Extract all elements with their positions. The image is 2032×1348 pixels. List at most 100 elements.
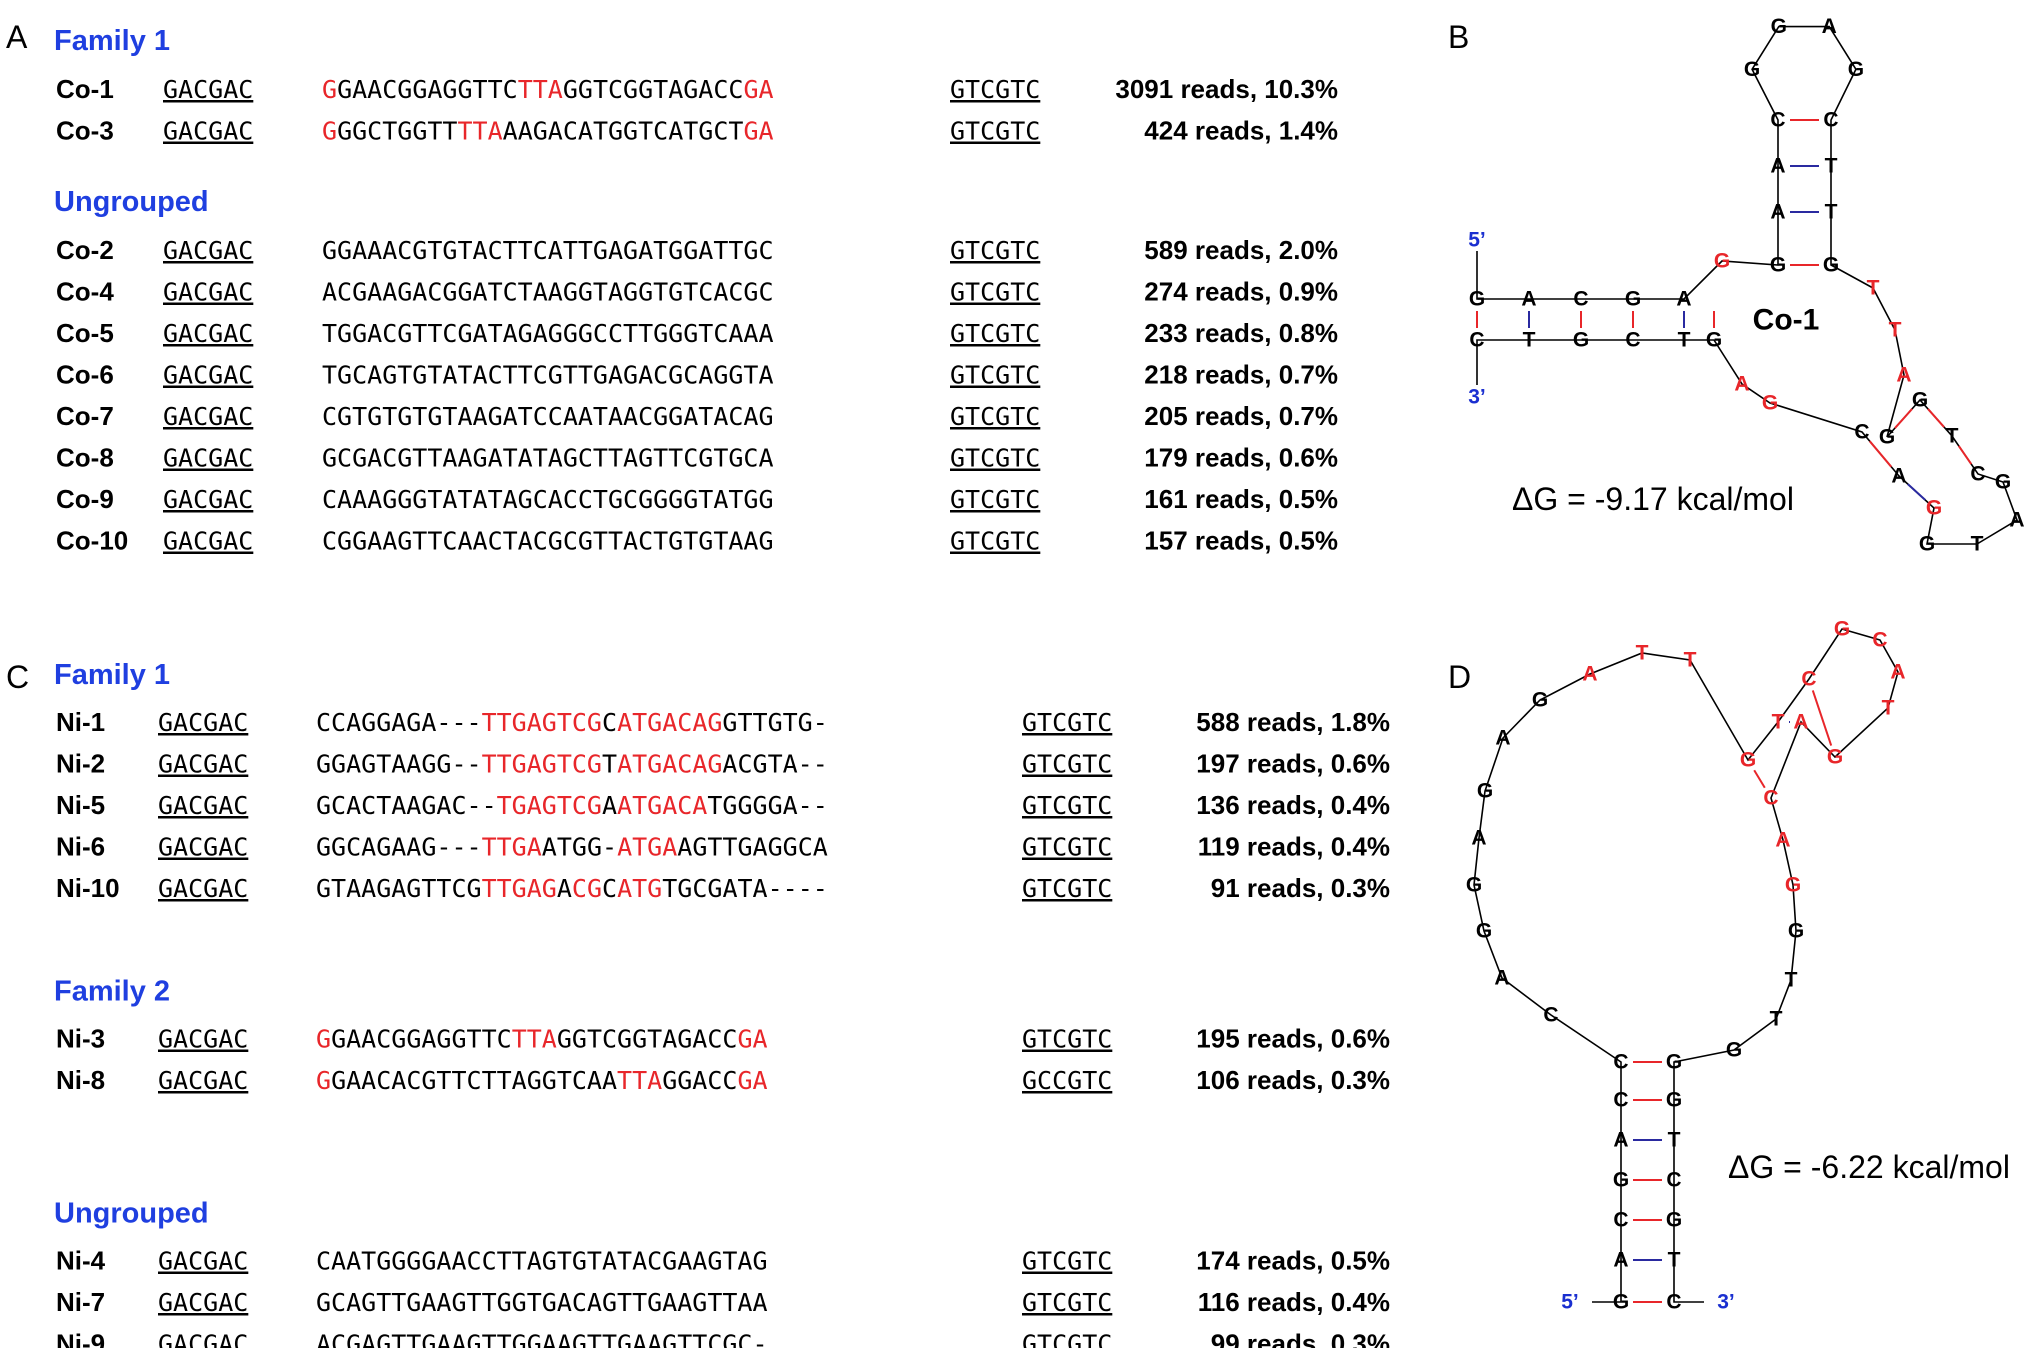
nucleotide: G [1926, 497, 1942, 520]
nucleotide: A [1613, 1249, 1628, 1272]
panel-label-b: B [1448, 19, 1469, 55]
random-region-sequence: CAATGGGGAACCTTAGTGTATACGAAGTAG [316, 1247, 768, 1276]
nucleotide: A [1521, 288, 1536, 311]
primer-3-prime: GTCGTC [950, 444, 1040, 473]
nucleotide: T [1770, 1008, 1783, 1031]
group-title: Ungrouped [54, 186, 209, 218]
sequence-name: Ni-9 [56, 1329, 105, 1348]
nucleotide: C [1763, 787, 1778, 810]
base-pair-line [1753, 769, 1766, 789]
read-count: 233 reads, 0.8% [1144, 318, 1338, 348]
primer-3-prime: GCCGTC [1022, 1066, 1112, 1095]
nucleotide: G [1666, 1209, 1682, 1232]
nucleotide: G [1666, 1089, 1682, 1112]
random-region-sequence: GGAACGGAGGTTCTTAGGTCGGTAGACCGA [316, 1025, 768, 1054]
primer-5-prime: GACGAC [158, 1330, 248, 1348]
panel-label-a: A [6, 19, 28, 55]
read-count: 195 reads, 0.6% [1196, 1024, 1390, 1054]
primer-5-prime: GACGAC [163, 75, 253, 104]
random-region-sequence: ACGAGTTGAAGTTGGAAGTTGAAGTTCGC- [316, 1330, 768, 1348]
nucleotide: A [1471, 827, 1486, 850]
nucleotide: T [1785, 969, 1798, 992]
nucleotide: C [1666, 1169, 1681, 1192]
primer-3-prime: GTCGTC [1022, 1025, 1112, 1054]
primer-3-prime: GTCGTC [1022, 750, 1112, 779]
sequence-name: Ni-6 [56, 832, 105, 862]
group-title: Family 1 [54, 25, 170, 57]
primer-5-prime: GACGAC [163, 278, 253, 307]
delta-g-label: ΔG = -6.22 kcal/mol [1728, 1149, 2010, 1185]
nucleotide: G [1706, 329, 1722, 352]
nucleotide: A [1891, 465, 1906, 488]
nucleotide: G [1625, 288, 1641, 311]
primer-5-prime: GACGAC [163, 117, 253, 146]
nucleotide: C [1625, 329, 1640, 352]
read-count: 161 reads, 0.5% [1144, 484, 1338, 514]
random-region-sequence: TGGACGTTCGATAGAGGGCCTTGGGTCAAA [322, 319, 774, 348]
panel-label-c: C [6, 659, 29, 695]
nucleotide: G [1823, 254, 1839, 277]
nucleotide: C [1613, 1209, 1628, 1232]
nucleotide: G [1613, 1169, 1629, 1192]
sequence-name: Co-4 [56, 277, 114, 307]
sequence-name: Co-7 [56, 401, 114, 431]
nucleotide: G [1834, 618, 1850, 641]
read-count: 424 reads, 1.4% [1144, 116, 1338, 146]
nucleotide: G [1573, 329, 1589, 352]
nucleotide: T [1825, 201, 1838, 224]
sequence-name: Co-5 [56, 318, 114, 348]
nucleotide: T [1867, 277, 1880, 300]
random-region-sequence: GTAAGAGTTCGTTGAGACGCATGTGCGATA---- [316, 874, 828, 903]
backbone-line [1473, 628, 1899, 1303]
nucleotide: C [1469, 329, 1484, 352]
random-region-sequence: CCAGGAGA---TTGAGTCGCATGACAGGTTGTG- [316, 708, 828, 737]
nucleotide: G [1476, 920, 1492, 943]
primer-5-prime: GACGAC [158, 1247, 248, 1276]
nucleotide: G [1771, 15, 1787, 38]
random-region-sequence: CGGAAGTTCAACTACGCGTTACTGTGTAAG [322, 527, 774, 556]
nucleotide: G [1785, 874, 1801, 897]
primer-3-prime: GTCGTC [1022, 708, 1112, 737]
primer-3-prime: GTCGTC [1022, 791, 1112, 820]
sequence-name: Ni-10 [56, 873, 120, 903]
primer-5-prime: GACGAC [158, 874, 248, 903]
nucleotide: A [1770, 155, 1785, 178]
random-region-sequence: TGCAGTGTATACTTCGTTGAGACGCAGGTA [322, 361, 774, 390]
random-region-sequence: GCACTAAGAC--TGAGTCGAATGACATGGGGA-- [316, 791, 828, 820]
read-count: 589 reads, 2.0% [1144, 235, 1338, 265]
primer-3-prime: GTCGTC [1022, 833, 1112, 862]
read-count: 588 reads, 1.8% [1196, 707, 1390, 737]
nucleotide: G [1726, 1039, 1742, 1062]
structure-name-label: Co-1 [1753, 304, 1820, 337]
nucleotide: A [1896, 364, 1911, 387]
sequence-name: Co-6 [56, 360, 114, 390]
nucleotide: G [1995, 471, 2011, 494]
primer-5-prime: GACGAC [163, 402, 253, 431]
sequence-name: Co-10 [56, 526, 128, 556]
read-count: 174 reads, 0.5% [1196, 1246, 1390, 1276]
nucleotide: A [1775, 829, 1790, 852]
group-title: Family 1 [54, 659, 170, 691]
read-count: 205 reads, 0.7% [1144, 401, 1338, 431]
five-prime-end-label: 5’ [1561, 1291, 1579, 1314]
random-region-sequence: GGCAGAAG---TTGAATGG-ATGAAGTTGAGGCA [316, 833, 828, 862]
group-title: Ungrouped [54, 1198, 209, 1230]
sequence-name: Ni-7 [56, 1287, 105, 1317]
primer-3-prime: GTCGTC [1022, 1288, 1112, 1317]
sequence-name: Ni-5 [56, 790, 105, 820]
nucleotide: C [1801, 668, 1816, 691]
nucleotide: G [1532, 689, 1548, 712]
random-region-sequence: GGGCTGGTTTTAAAGACATGGTCATGCTGA [322, 117, 774, 146]
primer-5-prime: GACGAC [163, 444, 253, 473]
read-count: 91 reads, 0.3% [1211, 873, 1390, 903]
read-count: 99 reads, 0.3% [1211, 1329, 1390, 1348]
random-region-sequence: GGAGTAAGG--TTGAGTCGTATGACAGACGTA-- [316, 750, 828, 779]
primer-5-prime: GACGAC [158, 833, 248, 862]
nucleotide: A [1495, 727, 1510, 750]
random-region-sequence: GGAAACGTGTACTTCATTGAGATGGATTGC [322, 236, 774, 265]
primer-3-prime: GTCGTC [950, 75, 1040, 104]
sequence-name: Co-8 [56, 443, 114, 473]
